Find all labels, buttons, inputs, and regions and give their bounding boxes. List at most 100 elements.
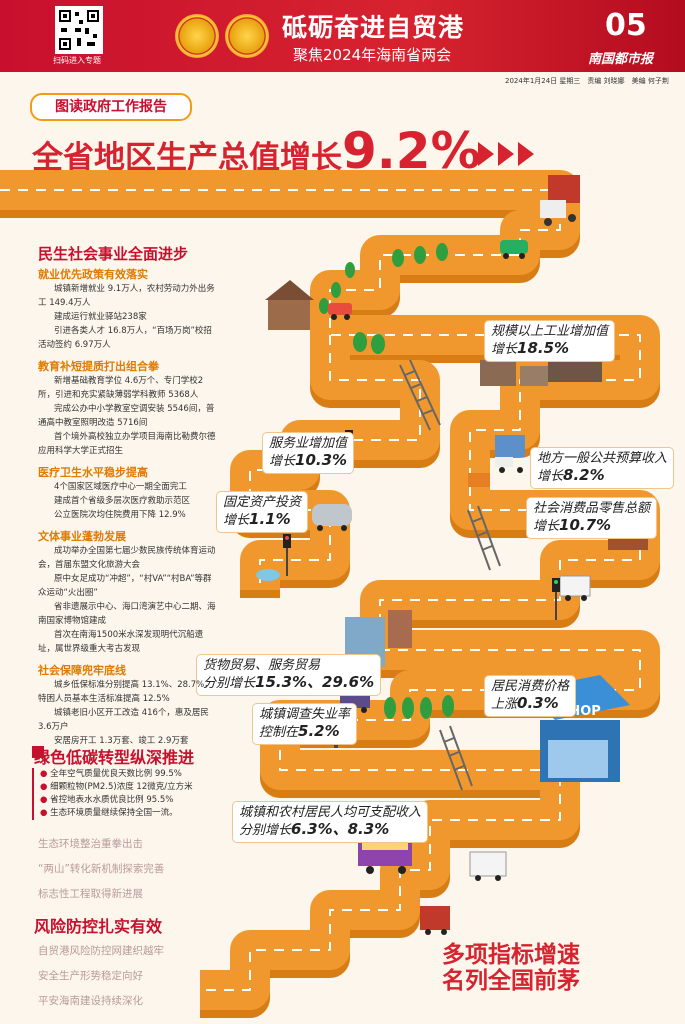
green-item: ● 全年空气质量优良天数比例 99.5%: [40, 768, 208, 781]
block-line: 完成公办中小学教室空调安装 5546间，普通高中教室照明改造 5716间: [38, 404, 215, 428]
report-tag: 图读政府工作报告: [30, 93, 192, 121]
green-extra-list: 生态环境整治重拳出击 “两山”转化新机制探索完善标志性工程取得新进展: [38, 836, 164, 911]
truck-red: [540, 175, 580, 226]
block-line: 城镇新增就业 9.1万人，农村劳动力外出务工 149.4万人: [38, 284, 215, 308]
road-illustration: SHOP: [0, 142, 660, 1018]
callout-value: 18.5%: [517, 339, 570, 357]
green-item-text: 生态环境质量继续保持全国一流。: [50, 808, 178, 818]
block-heading: 就业优先政策有效落实: [38, 268, 148, 281]
callout-income: 城镇和农村居民人均可支配收入分别增长6.3%、8.3%: [232, 801, 429, 843]
green-item: ● 细颗粒物(PM2.5)浓度 12微克/立方米: [40, 781, 208, 794]
block-line: 原中女足成功“冲超”，“村VA”“村BA”等群众运动“火出圈”: [38, 574, 212, 598]
callout-prefix: 分别增长: [239, 823, 292, 838]
summary-line: 标志性工程取得新进展: [38, 888, 143, 900]
page-number: 05: [605, 8, 647, 43]
block-heading: 社会保障兜牢底线: [38, 664, 126, 677]
callout-budget: 地方一般公共预算收入增长8.2%: [530, 447, 675, 489]
truck-red-2: [420, 906, 450, 935]
callout-label: 地方一般公共预算收入: [537, 451, 668, 466]
ladders: [399, 359, 501, 791]
newspaper-brand: 南国都市报: [588, 52, 654, 67]
section-title-green: 绿色低碳转型纵深推进: [34, 748, 195, 767]
block-line: 公立医院次均住院费用下降 12.9%: [54, 510, 186, 520]
callout-prefix: 增长: [533, 519, 560, 534]
callout-label: 居民消费价格: [491, 679, 570, 694]
callout-value: 10.3%: [295, 451, 348, 469]
car-green: [500, 240, 528, 259]
tanker: [312, 504, 352, 531]
callout-value: 5.2%: [298, 722, 340, 740]
qr-code[interactable]: [55, 6, 103, 54]
summary-line: 生态环境整治重拳出击: [38, 838, 143, 850]
green-item-text: 细颗粒物(PM2.5)浓度 12微克/立方米: [50, 782, 193, 792]
trees: [319, 243, 454, 719]
block-heading: 医疗卫生水平稳步提高: [38, 466, 148, 479]
callout-prefix: 增长: [491, 342, 518, 357]
block-line: 建成首个省级多层次医疗救助示范区: [54, 496, 191, 506]
block-line: 首个境外高校独立办学项目海南比勒费尔德应用科学大学正式招生: [38, 432, 216, 456]
callout-prefix: 控制在: [259, 725, 299, 740]
ladder: [439, 725, 473, 791]
section-title-livelihood: 民生社会事业全面进步: [38, 245, 189, 263]
risk-list: 自贸港风险防控网建织越牢安全生产形势稳定向好平安海南建设持续深化: [38, 943, 164, 1018]
summary-line: 自贸港风险防控网建织越牢: [38, 945, 164, 957]
truck-white-2: [469, 851, 507, 881]
closing-line-2: 名列全国前茅: [442, 968, 580, 994]
ladder: [467, 505, 501, 571]
page-header: 扫码进入专题 砥砺奋进自贸港 聚焦2024年海南省两会 05 南国都市报: [0, 0, 685, 72]
block-heading: 教育补短提质打出组合拳: [38, 360, 159, 373]
callout-value: 15.3%、29.6%: [255, 673, 375, 691]
green-item: ● 省控地表水水质优良比例 95.5%: [40, 794, 208, 807]
green-item-text: 全年空气质量优良天数比例 99.5%: [50, 769, 182, 779]
callout-unemploy: 城镇调查失业率控制在5.2%: [252, 703, 358, 745]
block-line: 城乡低保标准分别提高 13.1%、28.7%，特困人员基本生活标准提高 12.5…: [38, 680, 213, 704]
summary-line: 安全生产形势稳定向好: [38, 970, 143, 982]
truck-orange: [468, 473, 490, 487]
callout-prefix: 增长: [269, 454, 296, 469]
callout-prefix: 增长: [537, 469, 564, 484]
summary-line: 平安海南建设持续深化: [38, 995, 143, 1007]
callout-value: 0.3%: [517, 694, 559, 712]
qr-label: 扫码进入专题: [53, 56, 101, 65]
summary-line: “两山”转化新机制探索完善: [38, 863, 165, 875]
block-line: 4个国家区域医疗中心一期全面完工: [54, 482, 187, 492]
section-marker: [32, 746, 44, 758]
fountain: [256, 569, 280, 581]
callout-value: 1.1%: [249, 510, 291, 528]
qr-code-icon: [59, 10, 99, 50]
callout-service: 服务业增加值增长10.3%: [262, 432, 355, 474]
callout-prefix: 上涨: [491, 697, 518, 712]
callout-invest: 固定资产投资增长1.1%: [216, 491, 309, 533]
callout-value: 6.3%、8.3%: [291, 820, 390, 838]
livelihood-blocks: 就业优先政策有效落实城镇新增就业 9.1万人，农村劳动力外出务工 149.4万人…: [38, 266, 228, 748]
section-title-risk: 风险防控扎实有效: [34, 917, 163, 936]
building-cafe: [265, 280, 314, 330]
green-list: ● 全年空气质量优良天数比例 99.5%● 细颗粒物(PM2.5)浓度 12微克…: [32, 768, 208, 820]
block-line: 首次在南海1500米水深发现明代沉船遗址，属世界级重大考古发现: [38, 630, 204, 654]
callout-label: 服务业增加值: [269, 436, 348, 451]
national-emblem-icon: [175, 14, 219, 58]
headline-arrows: [478, 142, 534, 166]
closing-line-1: 多项指标增速: [442, 942, 580, 968]
callout-retail: 社会消费品零售总额增长10.7%: [526, 497, 658, 539]
callout-prefix: 增长: [223, 513, 250, 528]
callout-prefix: 分别增长: [203, 676, 256, 691]
bullet-icon: ●: [40, 782, 51, 792]
dateline: 2024年1月24日 星期三 责编 刘晓娜 美编 何子荆: [505, 77, 669, 85]
block-heading: 文体事业蓬勃发展: [38, 530, 126, 543]
bullet-icon: ●: [40, 808, 51, 818]
callout-label: 城镇调查失业率: [259, 707, 351, 722]
callout-value: 8.2%: [563, 466, 605, 484]
block-line: 安居房开工 1.3万套、竣工 2.9万套: [54, 736, 189, 746]
callout-label: 货物贸易、服务贸易: [203, 658, 321, 673]
callout-label: 社会消费品零售总额: [533, 501, 651, 516]
header-title: 砥砺奋进自贸港: [282, 13, 465, 42]
closing-statement: 多项指标增速 名列全国前茅: [442, 942, 580, 994]
callout-label: 固定资产投资: [223, 495, 302, 510]
block-line: 成功举办全国第七届少数民族传统体育运动会，首届东盟文化旅游大会: [38, 546, 216, 570]
truck-blue: [495, 435, 525, 473]
ladder: [399, 359, 441, 431]
car-red: [328, 303, 352, 320]
block-line: 建成运行就业驿站238家: [54, 312, 147, 322]
party-emblem-icon: [225, 14, 269, 58]
